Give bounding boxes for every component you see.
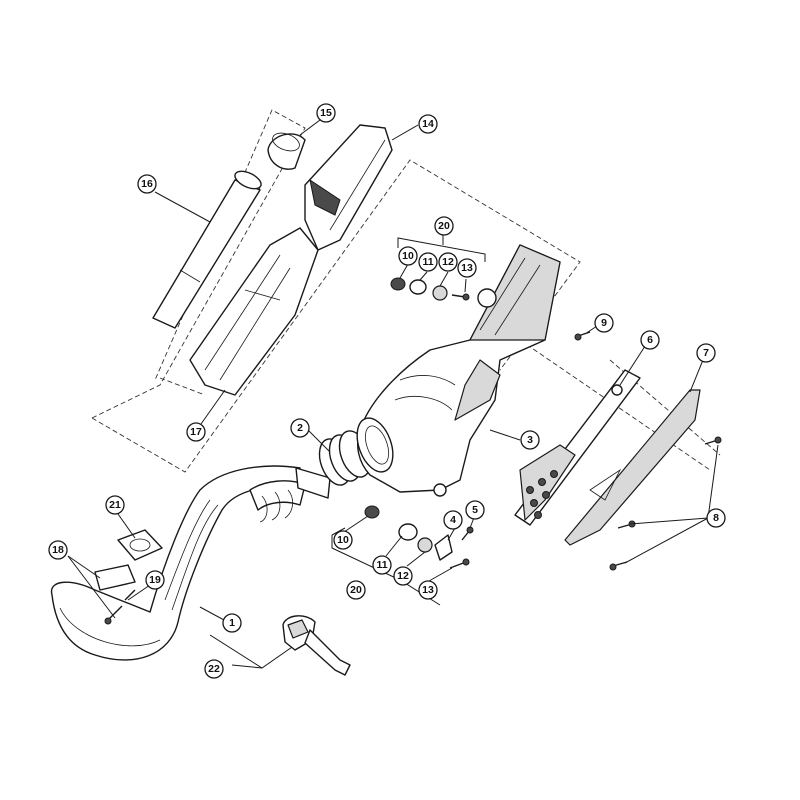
- callout-9: 9: [594, 313, 614, 333]
- callout-14: 14: [418, 114, 438, 134]
- svg-text:2: 2: [297, 422, 303, 434]
- svg-text:6: 6: [647, 334, 653, 346]
- callout-10-lower: 10: [333, 530, 353, 550]
- leader-lines: [67, 119, 719, 669]
- callout-3: 3: [520, 430, 540, 450]
- callout-17: 17: [186, 422, 206, 442]
- svg-text:10: 10: [402, 250, 414, 262]
- callout-13-upper: 13: [457, 258, 477, 278]
- callout-15: 15: [316, 103, 336, 123]
- hardware-upper: [390, 277, 470, 301]
- callout-21: 21: [105, 495, 125, 515]
- mounting-bracket: [514, 369, 641, 526]
- svg-text:8: 8: [713, 512, 719, 524]
- callout-16: 16: [137, 174, 157, 194]
- callout-20-upper: 20: [434, 216, 454, 236]
- svg-text:9: 9: [601, 317, 607, 329]
- svg-text:11: 11: [422, 256, 433, 268]
- callout-12-upper: 12: [438, 252, 458, 272]
- silencer-cover: [304, 124, 393, 251]
- svg-text:12: 12: [397, 570, 409, 582]
- svg-text:12: 12: [442, 256, 454, 268]
- callout-22: 22: [204, 659, 224, 679]
- callout-19: 19: [145, 570, 165, 590]
- heat-guard-plate: [564, 389, 701, 546]
- svg-text:21: 21: [109, 499, 121, 511]
- callout-8: 8: [706, 508, 726, 528]
- svg-text:3: 3: [527, 434, 533, 446]
- svg-text:13: 13: [422, 584, 434, 596]
- svg-text:5: 5: [472, 504, 478, 516]
- svg-text:1: 1: [229, 617, 235, 629]
- heat-shield-tube: [152, 170, 262, 329]
- exhaust-sensor: [282, 615, 351, 676]
- callout-13-lower: 13: [418, 580, 438, 600]
- callout-10-upper: 10: [398, 246, 418, 266]
- callout-6: 6: [640, 330, 660, 350]
- svg-text:4: 4: [450, 514, 456, 526]
- callout-11-lower: 11: [372, 555, 392, 575]
- svg-text:11: 11: [376, 559, 387, 571]
- svg-text:10: 10: [337, 534, 349, 546]
- callout-4: 4: [443, 510, 463, 530]
- callout-2: 2: [290, 418, 310, 438]
- svg-text:20: 20: [438, 220, 450, 232]
- callout-18: 18: [48, 540, 68, 560]
- svg-text:15: 15: [320, 107, 332, 119]
- svg-text:14: 14: [422, 118, 434, 130]
- screws: [574, 331, 722, 571]
- callout-11-upper: 11: [418, 252, 438, 272]
- group-bracket-22: [209, 634, 296, 669]
- flange-assembly: [94, 529, 163, 625]
- callout-1: 1: [222, 613, 242, 633]
- muffler-body: [356, 244, 561, 497]
- svg-text:18: 18: [52, 544, 64, 556]
- svg-text:22: 22: [208, 663, 220, 675]
- header-pipe: [50, 465, 331, 661]
- hardware-lower: [364, 505, 474, 569]
- svg-text:17: 17: [190, 426, 202, 438]
- svg-text:19: 19: [149, 574, 161, 586]
- callout-12-lower: 12: [393, 566, 413, 586]
- silencer-shell: [189, 227, 319, 396]
- clamp-rings: [318, 430, 372, 486]
- end-cap: [267, 132, 306, 170]
- svg-text:20: 20: [350, 584, 362, 596]
- svg-text:7: 7: [703, 347, 709, 359]
- callout-7: 7: [696, 343, 716, 363]
- svg-text:16: 16: [141, 178, 153, 190]
- svg-text:13: 13: [461, 262, 473, 274]
- callout-20-lower: 20: [346, 580, 366, 600]
- callout-5: 5: [465, 500, 485, 520]
- bracket-holes: [526, 470, 558, 519]
